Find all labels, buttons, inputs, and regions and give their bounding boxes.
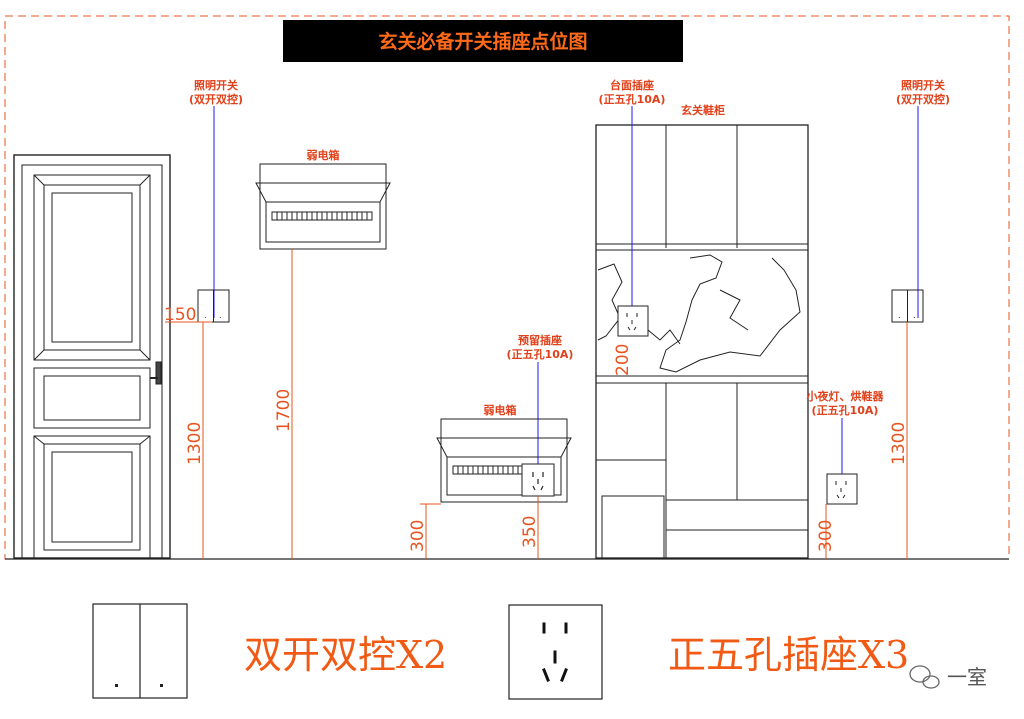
watermark: 一室: [947, 665, 987, 689]
map-decoration: [597, 254, 801, 373]
dim-300-box: 300: [408, 520, 428, 552]
switch-left-icon: [197, 289, 230, 323]
weak-box-bottom-label: 弱电箱: [484, 403, 517, 417]
dim-350: 350: [520, 516, 540, 548]
socket-counter-label: 台面插座: [610, 78, 654, 92]
switch-left-label: 照明开关: [194, 78, 238, 92]
dim-1300-right: 1300: [889, 422, 909, 465]
night-light-socket-icon: [826, 473, 858, 505]
weak-box-top: [255, 163, 391, 250]
weak-box-bottom: [436, 418, 572, 503]
legend-switch-icon: [92, 603, 188, 699]
dim-150: 150: [164, 305, 196, 325]
title-bar: [283, 20, 683, 62]
reserve-socket-sublabel: (正五孔10A): [507, 348, 574, 361]
wechat-icon: [909, 665, 940, 689]
dashed-border: [4, 15, 1010, 560]
dim-300-right: 300: [816, 520, 836, 552]
switch-right-sublabel: (双开双控): [896, 92, 950, 106]
weak-box-top-label: 弱电箱: [307, 148, 340, 162]
shoe-cabinet: [595, 124, 809, 559]
switch-right-label: 照明开关: [901, 78, 945, 92]
dim-1300-left: 1300: [185, 422, 205, 465]
svg-text:.: .: [913, 311, 916, 320]
legend-socket-holes: [542, 622, 568, 682]
night-light-label: 小夜灯、烘鞋器: [806, 389, 885, 403]
legend-socket-icon: [508, 604, 603, 700]
shoe-cabinet-label: 玄关鞋柜: [681, 103, 725, 117]
dim-1700: 1700: [274, 389, 294, 432]
socket-counter-sublabel: (正五孔10A): [599, 93, 666, 106]
dim-200: 200: [613, 344, 633, 376]
legend-switch-text: 双开双控X2: [244, 633, 447, 677]
svg-text:.: .: [204, 311, 207, 320]
legend-socket-text: 正五孔插座X3: [668, 633, 909, 677]
socket-counter-icon: [617, 305, 649, 337]
switch-left-sublabel: (双开双控): [189, 92, 243, 106]
reserve-socket-label: 预留插座: [518, 333, 562, 347]
page-title: 玄关必备开关插座点位图: [378, 30, 587, 53]
door: [13, 154, 171, 559]
night-light-sublabel: (正五孔10A): [812, 404, 879, 417]
svg-text:.: .: [898, 311, 901, 320]
svg-text:.: .: [219, 311, 222, 320]
reserve-socket-icon: [532, 472, 544, 491]
